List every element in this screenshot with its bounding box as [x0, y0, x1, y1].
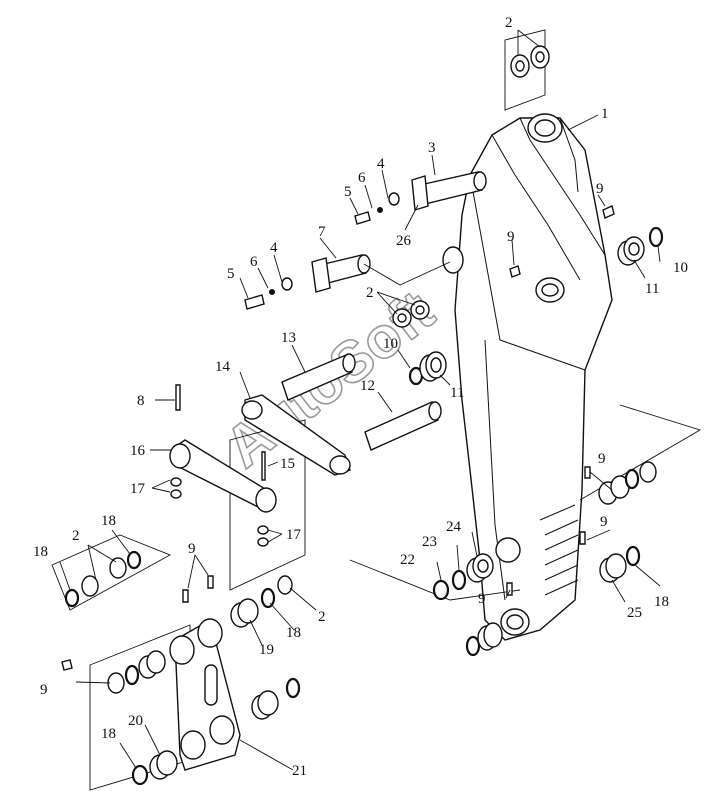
label-15: 15	[280, 456, 295, 472]
link-16	[169, 384, 277, 513]
label-18a: 18	[101, 513, 116, 529]
label-5b: 5	[227, 266, 235, 282]
link-14	[241, 394, 351, 476]
label-10a: 10	[673, 260, 688, 276]
label-9a: 9	[596, 181, 604, 197]
label-4b: 4	[270, 240, 278, 256]
bushing-set-right-bottom	[251, 677, 301, 720]
label-17b: 17	[286, 527, 302, 543]
washer-pair-mid	[392, 300, 430, 328]
label-26: 26	[396, 233, 412, 249]
label-17a: 17	[130, 481, 146, 497]
label-9b: 9	[507, 229, 515, 245]
leader-lines	[59, 29, 661, 771]
label-9d: 9	[600, 514, 608, 530]
bolt-set-lower	[244, 277, 293, 310]
bushing-11-right	[617, 226, 664, 266]
label-11b: 11	[450, 385, 464, 401]
nut-17-right	[257, 525, 269, 547]
label-8: 8	[137, 393, 145, 409]
label-18c: 18	[654, 594, 669, 610]
bushing-set-19	[230, 575, 293, 628]
label-6b: 6	[250, 254, 258, 270]
grease-fitting-9	[61, 205, 615, 671]
label-6a: 6	[358, 170, 366, 186]
label-14: 14	[215, 359, 231, 375]
label-18e: 18	[101, 726, 116, 742]
label-5a: 5	[344, 184, 352, 200]
label-23: 23	[422, 534, 437, 550]
washer-pair-top	[510, 45, 550, 78]
label-2a: 2	[505, 15, 513, 31]
label-24: 24	[446, 519, 462, 535]
label-11a: 11	[645, 281, 659, 297]
bushing-11-mid	[408, 351, 447, 386]
bushing-right-upper	[598, 461, 657, 505]
label-13: 13	[281, 330, 296, 346]
label-19: 19	[259, 642, 274, 658]
label-2d: 2	[318, 609, 326, 625]
label-9f: 9	[478, 591, 486, 607]
washer-set-18-2	[64, 550, 142, 608]
label-2c: 2	[72, 528, 80, 544]
label-16: 16	[130, 443, 146, 459]
label-20: 20	[128, 713, 143, 729]
pin-7	[311, 254, 451, 293]
link-21	[169, 618, 241, 771]
label-12: 12	[360, 378, 375, 394]
label-22: 22	[400, 552, 415, 568]
label-7: 7	[318, 224, 326, 240]
bushing-set-left	[107, 650, 166, 694]
bushing-25-set	[599, 545, 641, 583]
label-9g: 9	[40, 682, 48, 698]
label-4a: 4	[377, 156, 385, 172]
label-1: 1	[601, 106, 609, 122]
pin-13	[281, 353, 356, 401]
bushing-set-20	[131, 750, 178, 786]
label-9e: 9	[188, 541, 196, 557]
bushing-24-set	[432, 553, 494, 601]
label-2b: 2	[366, 285, 374, 301]
label-18b: 18	[33, 544, 48, 560]
label-25: 25	[627, 605, 642, 621]
bolt-set-upper	[354, 192, 400, 225]
nut-17-left	[170, 477, 182, 499]
label-10b: 10	[383, 336, 398, 352]
label-9c: 9	[598, 451, 606, 467]
label-21: 21	[292, 763, 307, 779]
label-18d: 18	[286, 625, 301, 641]
bushing-bottom-left-boom	[465, 622, 503, 657]
label-3: 3	[428, 140, 436, 156]
bolt-15	[261, 451, 266, 481]
pin-3	[411, 171, 487, 211]
callout-labels: 2 1 3 4 6 5 9 26 9 7 4 6 5 10 11 2 13 10…	[33, 15, 688, 779]
pin-12	[364, 401, 442, 451]
boom	[442, 113, 613, 641]
